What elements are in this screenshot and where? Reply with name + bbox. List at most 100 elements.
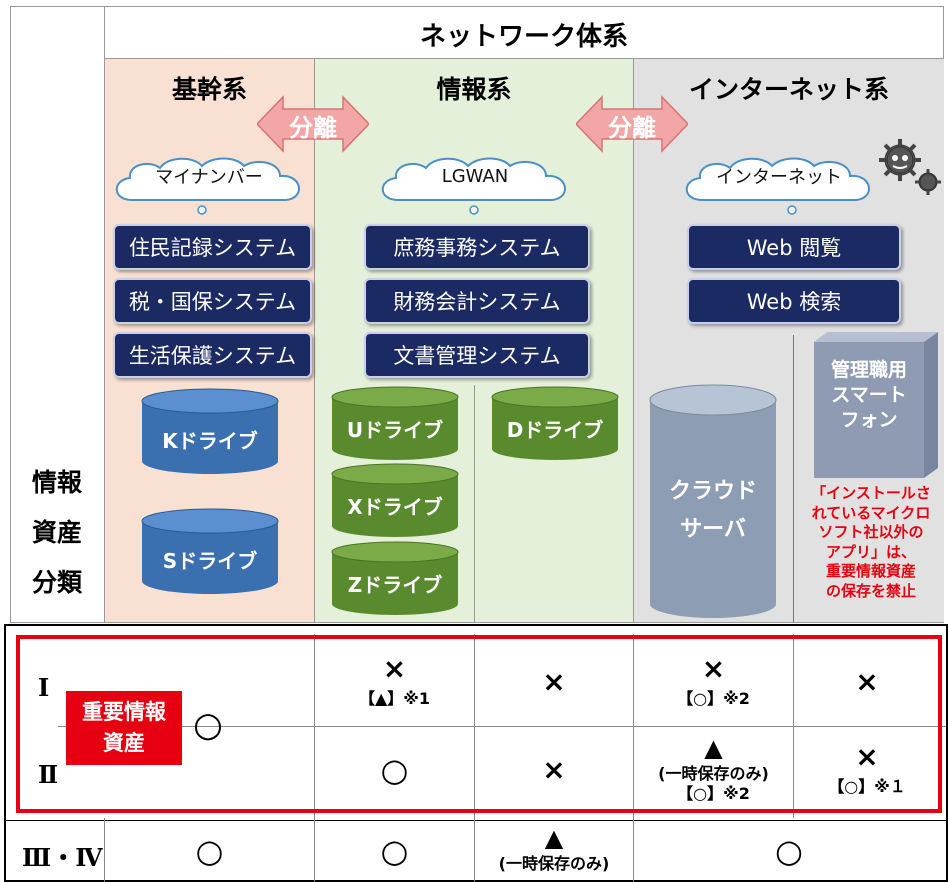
cloud-server: クラウド サーバ: [648, 382, 778, 620]
cell-note: (一時保存のみ): [658, 764, 769, 783]
smartphone-icon: [814, 332, 938, 478]
symbol: ▲: [544, 824, 564, 852]
zone-label-kikan: 基幹系: [171, 75, 247, 104]
table-divider: [633, 634, 634, 882]
table-divider: [474, 634, 475, 882]
cloud-server-label: クラウド: [668, 479, 757, 504]
cell-note: (一時保存のみ): [498, 854, 610, 873]
cloud-icon: [685, 157, 870, 215]
drive-x: Xドライブ: [330, 462, 460, 538]
smartphone-label: 管理職用 スマート フォン: [814, 358, 924, 433]
cell-r34-joho-b: ▲ (一時保存のみ): [475, 820, 633, 880]
cloud-label: マイナンバー: [155, 167, 263, 188]
system-box: Web 閲覧: [687, 224, 901, 270]
cloud-lgwan: LGWAN: [376, 152, 574, 220]
cloud-mynumber: マイナンバー: [110, 152, 308, 220]
separator-arrow: 分離: [255, 95, 371, 153]
smartphone-label-line: 管理職用: [830, 359, 907, 381]
drive-label: Zドライブ: [347, 572, 443, 597]
database-icon: [331, 463, 459, 537]
system-box: Web 検索: [687, 278, 901, 324]
database-icon: [141, 508, 279, 594]
cell-r2-joho-a: ○: [315, 728, 474, 812]
warning-line: アプリ」は、: [825, 542, 916, 561]
table-divider: [104, 818, 105, 882]
zone-label-joho: 情報系: [436, 75, 512, 104]
symbol: ○: [775, 832, 803, 870]
cloud-icon: [381, 157, 566, 215]
sub-divider: [474, 385, 475, 622]
cell-r1-net-a: × 【○】※2: [634, 640, 793, 724]
warning-line: の保存を禁止: [800, 582, 942, 602]
cell-r2-net-a: ▲ (一時保存のみ) 【○】※2: [634, 728, 793, 812]
warning-prefix: の: [825, 581, 841, 600]
zone-label-internet: インターネット系: [688, 75, 889, 104]
cell-note: 【▲】※1: [359, 689, 430, 708]
cloud-label: インターネット: [716, 167, 842, 188]
cell-r1-joho-b: ×: [475, 640, 633, 724]
cell-note: 【○】※2: [677, 689, 750, 708]
drive-u: Uドライブ: [330, 385, 460, 461]
database-icon: [331, 541, 459, 615]
drive-d: Dドライブ: [490, 385, 620, 461]
side-label-line: 分類: [31, 568, 82, 597]
warning-note: 「インストールさ れているマイクロ ソフト社以外の アプリ」は、 重要情報資産 …: [800, 484, 942, 601]
smartphone-label-line: スマート: [831, 384, 907, 406]
cell-note: 【○】※2: [677, 784, 750, 803]
symbol: ▲: [704, 734, 723, 762]
system-box: 生活保護システム: [113, 332, 312, 378]
cloud-icon: [115, 157, 300, 215]
separator-label: 分離: [289, 114, 337, 142]
symbol: ×: [855, 665, 879, 698]
cell-r34-joho-a: ○: [315, 822, 474, 880]
table-divider: [4, 820, 948, 821]
cell-r1-joho-a: × 【▲】※1: [315, 640, 474, 724]
warning-line: 「インストールさ: [811, 484, 931, 502]
system-box: 文書管理システム: [364, 332, 590, 378]
cell-note: 【○】※１: [828, 777, 906, 796]
virus-icon: [872, 134, 944, 198]
symbol: ○: [380, 751, 409, 789]
cell-r2-net-b: × 【○】※１: [794, 728, 940, 812]
server-cylinder-icon: [649, 384, 777, 618]
zone-divider: [633, 59, 634, 622]
side-label-line: 資産: [31, 518, 82, 547]
drive-z: Zドライブ: [330, 540, 460, 616]
database-icon: [141, 388, 279, 474]
cloud-internet: インターネット: [680, 152, 878, 220]
table-divider: [58, 726, 946, 727]
badge-line: 資産: [103, 731, 145, 755]
separator-arrow: 分離: [574, 95, 690, 153]
header-title: ネットワーク体系: [419, 21, 628, 52]
row-label-1: Ⅰ: [38, 673, 50, 702]
drive-label: Kドライブ: [162, 428, 258, 453]
table-divider: [793, 634, 794, 818]
symbol: ×: [382, 652, 407, 685]
symbol: ×: [855, 740, 879, 773]
cell-r2-joho-b: ×: [475, 728, 633, 812]
symbol-circle: ○: [193, 705, 223, 745]
system-box: 税・国保システム: [113, 278, 312, 324]
important-assets-badge: 重要情報 資産: [66, 691, 182, 765]
side-label-line: 情報: [31, 468, 82, 497]
cloud-label: LGWAN: [441, 165, 509, 187]
header-divider: [104, 58, 944, 59]
drive-label: Uドライブ: [346, 417, 444, 442]
symbol: ×: [701, 652, 726, 685]
separator-label: 分離: [608, 114, 656, 142]
smartphone-label-line: フォン: [840, 409, 898, 431]
cell-r34-internet: ○: [634, 822, 944, 880]
warning-line: ソフト社以外の: [818, 523, 924, 541]
row-label-34: Ⅲ・Ⅳ: [22, 843, 103, 872]
side-label: 情報 資産 分類: [12, 458, 102, 608]
table-frame: [4, 624, 948, 882]
zone-divider: [314, 59, 315, 622]
badge-line: 重要情報: [82, 700, 166, 724]
symbol: ○: [380, 832, 409, 870]
side-divider: [104, 6, 105, 623]
warning-line: 重要情報資産: [825, 562, 916, 580]
cell-r34-kikan: ○: [105, 822, 314, 880]
important-assets-highlight: [16, 635, 942, 813]
drive-label: Xドライブ: [347, 494, 443, 519]
